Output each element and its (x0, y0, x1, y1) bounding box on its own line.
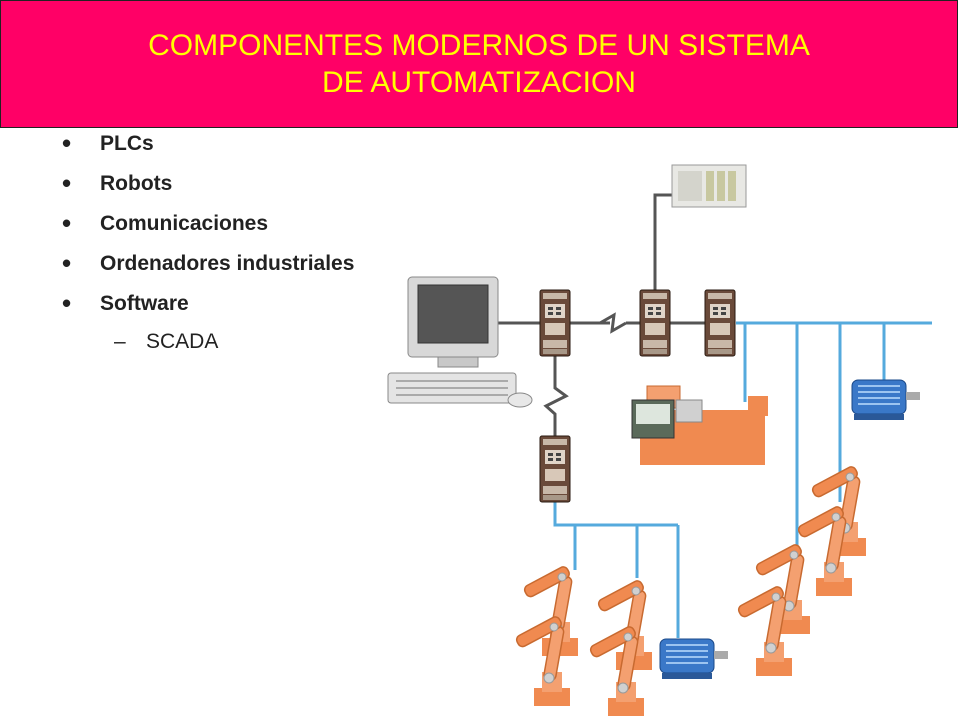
wireless-link (543, 356, 569, 436)
cnc-machine-icon (631, 385, 768, 465)
bullet-dot-icon: • (62, 168, 72, 198)
fieldbus-upper (736, 321, 932, 575)
title-banner: COMPONENTES MODERNOS DE UN SISTEMA DE AU… (0, 0, 958, 128)
fieldbus-lower (553, 502, 680, 638)
bullet-dot-icon: • (62, 128, 72, 158)
title-line-2: DE AUTOMATIZACION (322, 66, 636, 99)
electric-motor-icon (851, 379, 921, 421)
network-wire (653, 193, 680, 290)
industrial-robot-icon (514, 614, 571, 707)
bullet-dot-icon: • (62, 208, 72, 238)
wireless-link (599, 312, 627, 334)
plc-module-icon (639, 289, 671, 357)
title-background (1, 1, 957, 127)
industrial-robot-icon (588, 624, 645, 717)
io-panel-icon (671, 164, 747, 208)
title-line-1: COMPONENTES MODERNOS DE UN SISTEMA (148, 29, 810, 62)
bullet-dot-icon: • (62, 288, 72, 318)
sub-bullet-dash: – (114, 330, 126, 353)
computer-workstation-icon (387, 276, 533, 408)
plc-module-icon (704, 289, 736, 357)
bullet-dot-icon: • (62, 248, 72, 278)
plc-module-icon (539, 435, 571, 503)
plc-module-icon (539, 289, 571, 357)
electric-motor-icon (659, 638, 729, 680)
